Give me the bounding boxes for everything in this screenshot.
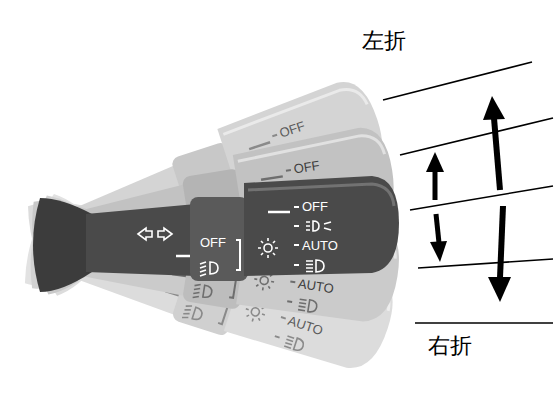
switch-position-text: AUTO	[302, 239, 338, 252]
direction-label: 左折	[362, 30, 406, 52]
switch-position-text: OFF	[293, 159, 321, 176]
direction-label: 右折	[428, 335, 472, 357]
switch-position-text: OFF	[302, 200, 328, 213]
switch-position-text: AUTO	[297, 277, 334, 295]
switch-position-text: AUTO	[286, 314, 324, 337]
fog-switch-text: OFF	[200, 236, 226, 249]
switch-position-text: OFF	[278, 119, 307, 139]
